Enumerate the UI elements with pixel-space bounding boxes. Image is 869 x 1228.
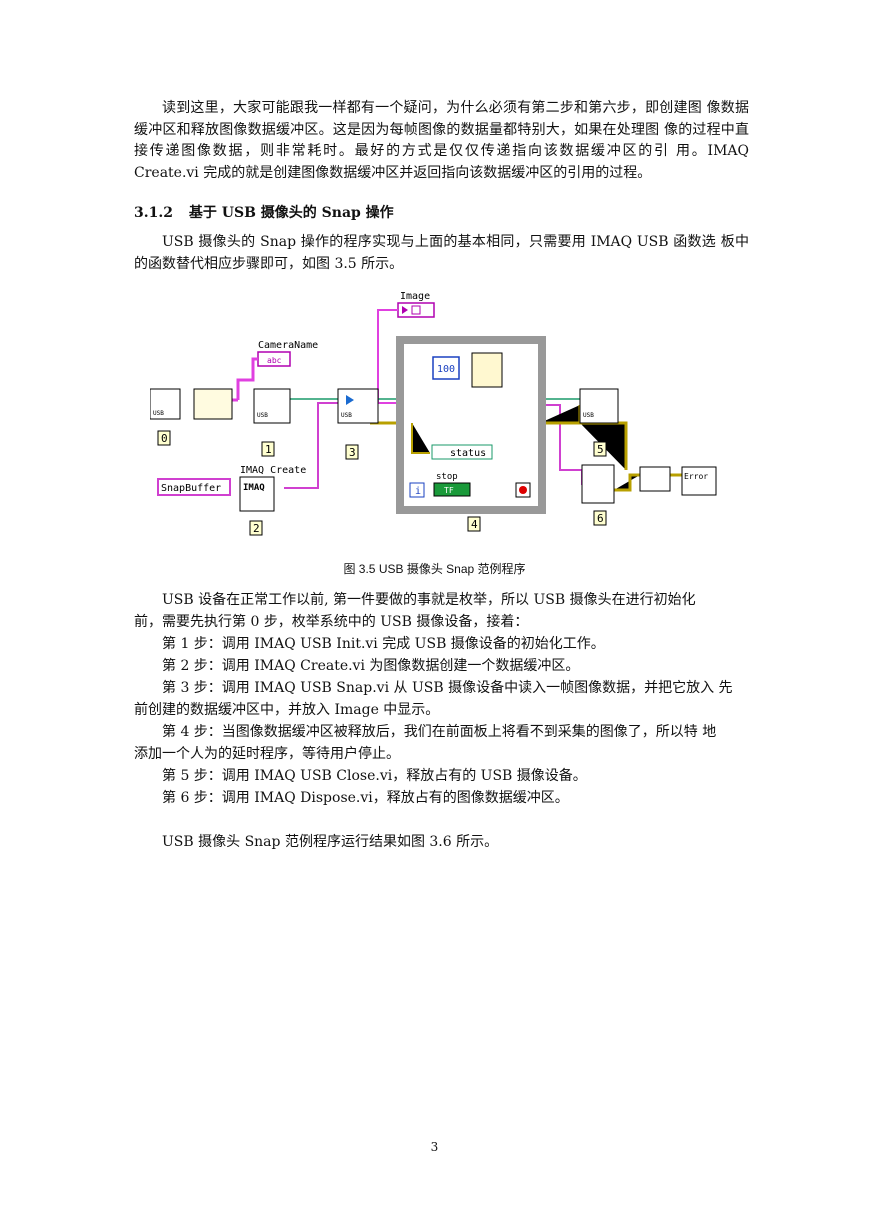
step-4: 4: [471, 518, 478, 531]
usb-snap-node: [337, 388, 379, 424]
svg-text:USB: USB: [583, 412, 594, 419]
svg-text:SnapBuffer: SnapBuffer: [161, 483, 221, 494]
abc-text: abc: [267, 356, 282, 365]
body-line: 第 4 步：当图像数据缓冲区被释放后，我们在前面板上将看不到采集的图像了，所以特…: [162, 724, 717, 740]
image-label: Image: [400, 291, 430, 302]
wait-constant: [432, 356, 460, 380]
merge-errors-node: [639, 466, 671, 492]
wait-function: [471, 352, 503, 388]
section-title: 基于 USB 摄像头的 Snap 操作: [188, 205, 394, 221]
svg-text:USB: USB: [341, 412, 352, 419]
stop-label: stop: [436, 472, 458, 482]
body-line: 第 6 步：调用 IMAQ Dispose.vi，释放占有的图像数据缓冲区。: [162, 790, 569, 806]
imaq-create-label: IMAQ Create: [240, 465, 306, 476]
body-line: 第 5 步：调用 IMAQ USB Close.vi，释放占有的 USB 摄像设…: [162, 768, 587, 784]
body-line: 添加一个人为的延时程序，等待用户停止。: [134, 746, 400, 762]
svg-text:i: i: [415, 486, 421, 497]
step-6: 6: [597, 512, 604, 525]
body-line: 第 3 步：调用 IMAQ USB Snap.vi 从 USB 摄像设备中读入一…: [162, 680, 733, 696]
step-1: 1: [265, 443, 272, 456]
svg-text:status: status: [450, 448, 486, 459]
imaq-create-node: [239, 476, 275, 512]
body-line: USB 设备在正常工作以前, 第一件要做的事就是枚举，所以 USB 摄像头在进行…: [162, 592, 696, 608]
camera-name-label: CameraName: [258, 340, 318, 351]
usb-close-node: [579, 388, 619, 424]
section-paragraph: USB 摄像头的 Snap 操作的程序实现与上面的基本相同，只需要用 IMAQ …: [134, 234, 749, 272]
intro-paragraph: 读到这里，大家可能跟我一样都有一个疑问，为什么必须有第二步和第六步，即创建图 像…: [134, 100, 749, 181]
step-2: 2: [253, 522, 260, 535]
section-number: 3.1.2: [134, 205, 173, 221]
labview-block-diagram: Image CameraName abc USB USB USB 100 sta…: [150, 291, 717, 536]
svg-text:USB: USB: [257, 412, 268, 419]
error-handler-node: [681, 466, 717, 496]
status-indicator: [431, 444, 493, 460]
body-line: 前创建的数据缓冲区中，并放入 Image 中显示。: [134, 702, 440, 718]
svg-text:USB: USB: [153, 410, 164, 417]
page-number: 3: [430, 1140, 439, 1154]
body-line: 前，需要先执行第 0 步，枚举系统中的 USB 摄像设备，接着：: [134, 614, 529, 630]
array-node: [193, 388, 233, 420]
dispose-node: [581, 464, 615, 504]
stop-control: [433, 482, 471, 497]
body-line: 第 2 步：调用 IMAQ Create.vi 为图像数据创建一个数据缓冲区。: [162, 658, 580, 674]
usb-init-node: [253, 388, 291, 424]
iteration-terminal: [409, 482, 425, 498]
step-3: 3: [349, 446, 356, 459]
usb-enum-node: [150, 388, 181, 420]
snap-buffer-constant: [157, 478, 231, 496]
svg-text:Error: Error: [684, 472, 708, 481]
body-line: 第 1 步：调用 IMAQ USB Init.vi 完成 USB 摄像设备的初始…: [162, 636, 605, 652]
step-0: 0: [161, 432, 168, 445]
svg-text:IMAQ: IMAQ: [243, 483, 265, 493]
step-5: 5: [597, 443, 604, 456]
svg-text:100: 100: [437, 364, 455, 375]
figure-caption: 图 3.5 USB 摄像头 Snap 范例程序: [343, 562, 526, 576]
svg-text:TF: TF: [444, 486, 454, 495]
closing-line: USB 摄像头 Snap 范例程序运行结果如图 3.6 所示。: [162, 834, 499, 850]
while-loop: [396, 336, 546, 514]
section-heading: 3.1.2 基于 USB 摄像头的 Snap 操作: [134, 202, 394, 222]
